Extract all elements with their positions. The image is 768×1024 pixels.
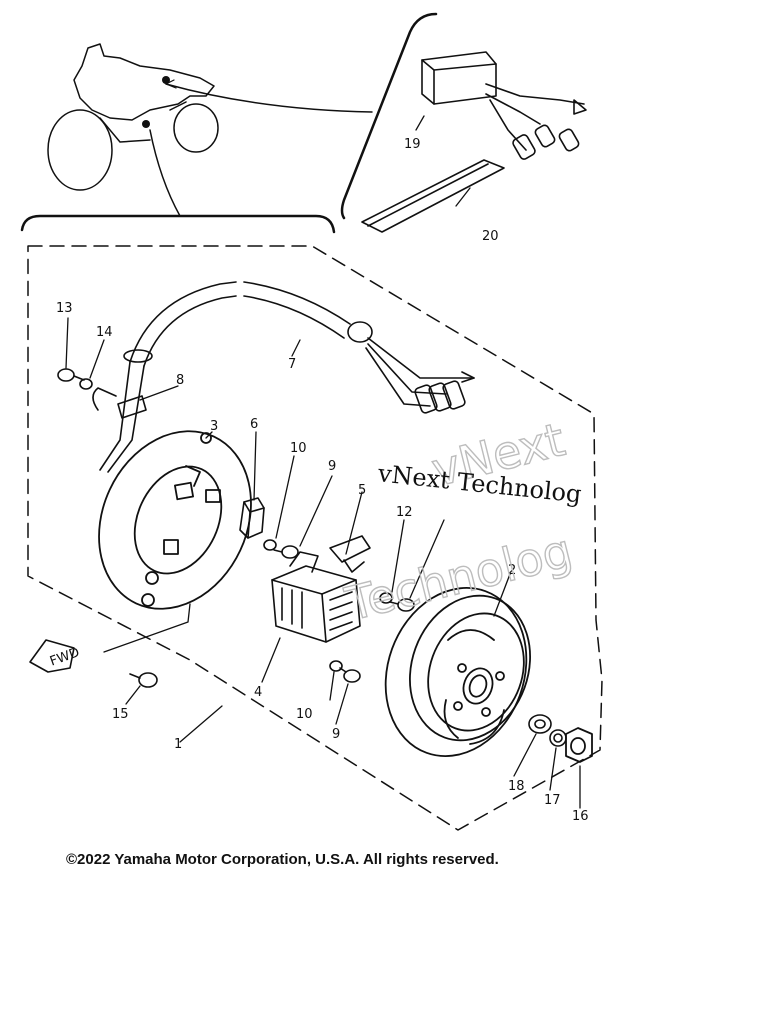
label-part-5: 5 [358, 483, 366, 498]
label-part-6: 6 [250, 417, 258, 432]
screw-part-15 [129, 672, 158, 688]
label-part-17: 17 [544, 793, 561, 808]
section-bracket-right [340, 12, 438, 220]
forward-arrow-icon: FWD [29, 639, 82, 673]
clamp-part-8 [92, 387, 147, 419]
fwd-label: FWD [48, 645, 82, 669]
label-part-3: 3 [210, 419, 218, 434]
label-part-12: 12 [396, 505, 413, 520]
label-part-1: 1 [174, 737, 182, 752]
assembly-dashed-boundary [27, 245, 603, 831]
rotor-flywheel-part-2 [384, 587, 531, 757]
stator-base-plate-part-3 [98, 430, 252, 610]
motorcycle-silhouette [47, 43, 219, 191]
washer-part-14 [79, 378, 93, 390]
wire-harness-part-7 [99, 281, 475, 473]
vnext-watermark: vNext vNext Technolog Technolog [339, 411, 583, 632]
label-part-20: 20 [482, 229, 499, 244]
screw-right [389, 598, 415, 612]
label-part-7: 7 [288, 357, 296, 372]
label-part-9-upper: 9 [328, 459, 336, 474]
label-part-19: 19 [404, 137, 421, 152]
lock-washer-part-17 [549, 729, 567, 747]
label-part-10-lower: 10 [296, 707, 313, 722]
nut-part-16 [565, 727, 593, 763]
watermark-technolog-outline: Technolog [340, 523, 578, 631]
label-part-18: 18 [508, 779, 525, 794]
label-part-15: 15 [112, 707, 129, 722]
band-part-20 [361, 159, 505, 233]
ignition-location-marker [162, 76, 170, 84]
washer-part-12 [379, 592, 393, 604]
lighting-coil-part-5 [329, 535, 371, 573]
screw-part-13 [57, 368, 85, 382]
cdi-unit-part-19 [421, 51, 587, 160]
label-part-2: 2 [508, 563, 516, 578]
label-part-13: 13 [56, 301, 73, 316]
source-coil-part-4 [271, 551, 361, 643]
screw-part-9-upper [273, 545, 299, 559]
copyright-notice: ©2022 Yamaha Motor Corporation, U.S.A. A… [66, 851, 499, 868]
label-part-9-lower: 9 [332, 727, 340, 742]
washer-part-18 [528, 714, 552, 734]
washer-part-10-lower [329, 660, 343, 672]
label-part-10-upper: 10 [290, 441, 307, 456]
section-bracket-top [20, 214, 336, 234]
label-part-14: 14 [96, 325, 113, 340]
washer-part-10-upper [263, 539, 277, 551]
leader-lines [65, 115, 581, 809]
magneto-location-marker [142, 120, 150, 128]
screw-part-9-lower [339, 667, 361, 683]
part-number-labels: 19 20 7 13 14 8 3 6 10 9 5 12 2 4 10 9 1… [56, 137, 589, 824]
label-part-8: 8 [176, 373, 184, 388]
pickup-coil-part-6 [239, 497, 265, 539]
label-part-16: 16 [572, 809, 589, 824]
label-part-4: 4 [254, 685, 262, 700]
